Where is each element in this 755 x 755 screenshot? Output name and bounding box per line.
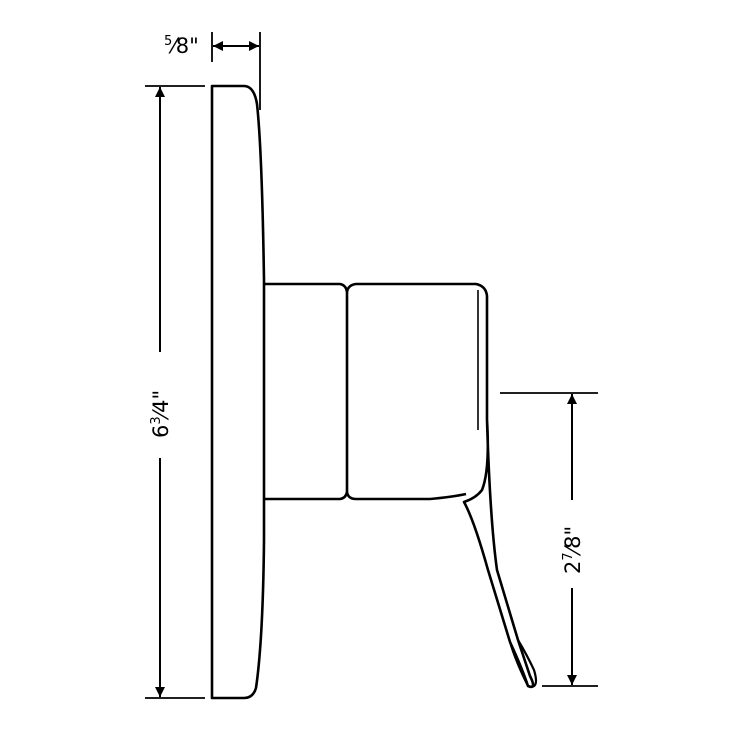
depth-dimension-label: 5⁄8" <box>164 34 199 58</box>
height-dimension-label: 63⁄4" <box>149 390 173 438</box>
escutcheon-plate <box>210 84 266 700</box>
valve-spacer <box>264 282 349 501</box>
handle-hub <box>345 282 489 420</box>
handle-dimension-label: 27⁄8" <box>561 526 585 574</box>
lever-tip <box>508 639 538 688</box>
handle-hub-bottom <box>345 491 467 501</box>
